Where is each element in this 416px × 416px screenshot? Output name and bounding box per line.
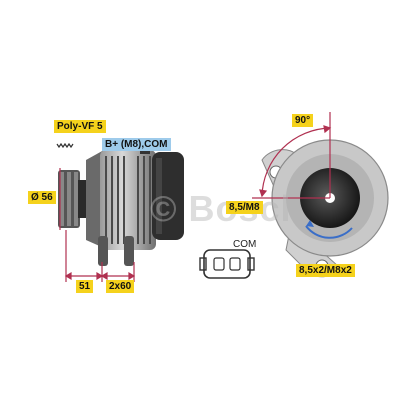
dimension-51-label: 51 [76,280,94,293]
rotation-direction-arrow [305,220,353,239]
angle-dimension [252,112,332,199]
diameter-label: Ø 56 [28,191,56,204]
b-plus-com-label: B+ (M8),COM [102,138,171,151]
dimension-2x60-label: 2x60 [106,280,135,293]
dimension-lines-side [59,168,136,282]
cooling-fins [105,156,151,244]
stator-body [100,150,156,250]
poly-vf-label: Poly-VF 5 [54,120,106,133]
pulley [58,170,88,228]
front-housing [86,150,104,248]
com-label: COM [233,239,257,250]
mounting-lug-rear [124,236,134,266]
mounting-lug-front [98,236,108,266]
com-connector [199,249,255,279]
poly-v-profile-icon [56,142,74,149]
thread-8-5x2-m8x2-label: 8,5x2/M8x2 [296,264,355,277]
thread-8-5-m8-label: 8,5/M8 [226,201,263,214]
angle-90-label: 90° [292,114,314,127]
alternator-side-view [58,144,184,266]
